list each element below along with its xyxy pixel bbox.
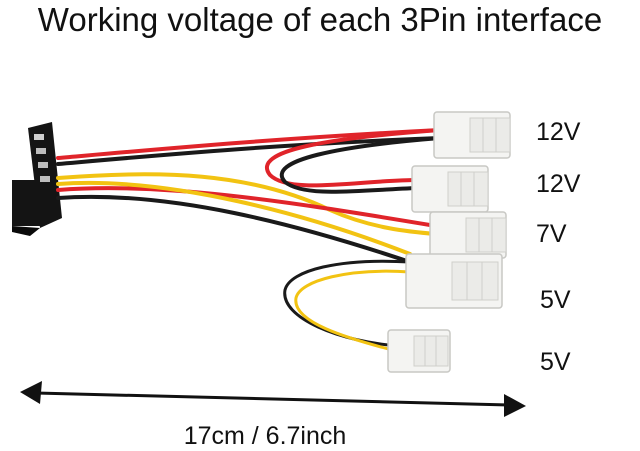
fan-connector-2: [411, 165, 489, 213]
voltage-label-2: 12V: [536, 170, 581, 198]
voltage-label-5: 5V: [540, 348, 571, 376]
dimension-label: 17cm / 6.7inch: [183, 422, 347, 450]
fan-connector-3: [429, 211, 507, 259]
voltage-label-4: 5V: [540, 286, 571, 314]
fan-connector-1: [433, 111, 511, 159]
page-title: Working voltage of each 3Pin interface: [37, 1, 603, 38]
wire-bundle: [56, 128, 442, 354]
fan-connector-4: [405, 253, 503, 309]
voltage-label-1: 12V: [536, 118, 581, 146]
voltage-label-3: 7V: [536, 220, 567, 248]
fan-connector-5: [387, 329, 451, 373]
molex-connector: [12, 122, 62, 236]
dimension-arrow: [20, 381, 526, 417]
